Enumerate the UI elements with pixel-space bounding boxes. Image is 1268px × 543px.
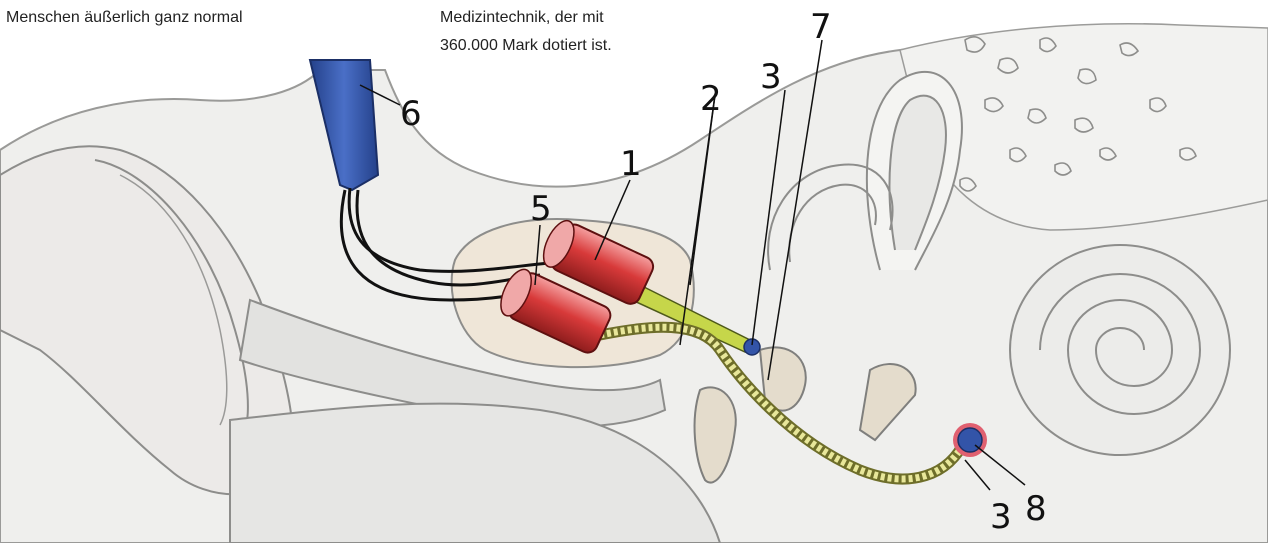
cochlea	[1010, 245, 1230, 455]
label-7: 7	[810, 7, 832, 47]
label-1: 1	[620, 144, 642, 184]
label-3-bottom: 3	[990, 497, 1012, 537]
label-6: 6	[400, 94, 422, 134]
label-3-top: 3	[760, 57, 782, 97]
label-8: 8	[1025, 489, 1047, 529]
electrode-end	[953, 423, 987, 457]
label-2: 2	[700, 79, 722, 119]
label-5: 5	[530, 189, 552, 229]
